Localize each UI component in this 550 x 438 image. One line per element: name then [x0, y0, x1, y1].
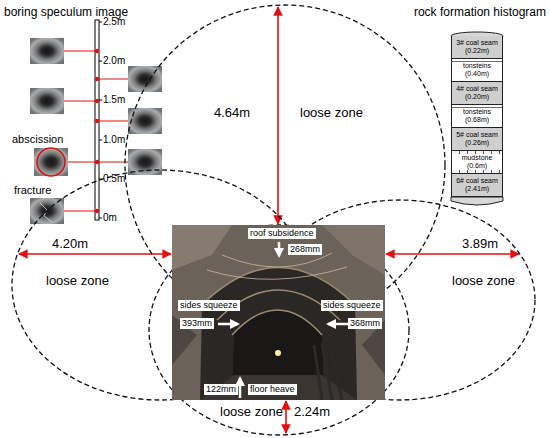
panel-title: rock formation histogram: [414, 5, 546, 19]
dimension-value: 4.20m: [52, 237, 88, 251]
rock-texture: [322, 225, 385, 275]
strata-label: tonsteins (0.40m): [452, 62, 502, 78]
deformation-label: floor heave: [248, 384, 297, 395]
strata-band: 4# coal seam (0.20m): [451, 82, 503, 105]
strata-label: 5# coal seam (0.26m): [452, 131, 502, 147]
dashed-ellipse: [12, 170, 308, 400]
dimension-value: 4.64m: [214, 106, 250, 120]
zone-label: loose zone: [300, 106, 363, 120]
rock-texture: [172, 225, 232, 270]
strata-label: 4# coal seam (0.20m): [452, 85, 502, 101]
strata-band: tonsteins (0.68m): [451, 105, 503, 128]
loose-zone-ellipse: 4.20m loose zone: [12, 170, 308, 400]
roadway-floor: [200, 375, 357, 400]
deformation-value: 268mm: [288, 244, 322, 255]
depth-mark: 1.0m: [103, 134, 125, 146]
deformation-label: sides squeeze: [178, 300, 240, 311]
borehole-image: [128, 108, 162, 134]
deformation-label: sides squeeze: [321, 300, 383, 311]
leader-line: [68, 162, 95, 163]
deformation-value: 122mm: [204, 384, 238, 395]
deformation-value: 368mm: [348, 318, 382, 329]
dimension-value: 3.89m: [462, 237, 498, 251]
scale-dot: [95, 77, 99, 81]
scale-dot: [95, 209, 99, 213]
scale-rule: [95, 20, 99, 220]
leader-line: [99, 79, 128, 80]
leader-lines: [64, 51, 128, 211]
scale-ticks: [99, 22, 102, 218]
zone-label: loose zone: [220, 405, 283, 419]
strata-band: tonsteins (0.40m): [451, 59, 503, 82]
depth-mark: 0m: [103, 212, 117, 224]
borehole-image: [34, 148, 68, 176]
histogram-caps: [451, 32, 503, 205]
depth-mark: 2.5m: [103, 16, 125, 28]
conveyor: [314, 341, 342, 400]
strata-label: tonsteins (0.68m): [452, 108, 502, 124]
strata-label: 6# coal seam (2.41m): [452, 177, 502, 193]
deformation-arrow: [328, 323, 348, 326]
column-bottom-cap: [451, 197, 503, 205]
ellipse-outline: [124, 4, 446, 326]
dimension-arrow: [277, 7, 279, 224]
zone-label: loose zone: [452, 274, 515, 288]
strata-band: 6# coal seam (2.41m): [451, 174, 503, 197]
feature-label: abscission: [12, 133, 63, 146]
strata-band: mudstone (0.6m): [451, 151, 503, 174]
borehole-image: [128, 149, 162, 175]
dimension-arrow: [386, 253, 519, 255]
dimension-arrow: [19, 253, 171, 255]
deformation-arrows: [218, 242, 348, 398]
dimension-value: 2.24m: [294, 405, 330, 419]
dimension-arrows: [19, 7, 519, 433]
deformation-label: roof subsidence: [248, 228, 316, 239]
scale-dot: [95, 99, 99, 103]
scale-bar: [95, 20, 102, 220]
borehole-image: [30, 38, 64, 64]
scale-dots: [95, 49, 99, 213]
depth-mark: 0.5m: [103, 173, 125, 185]
scale-dot: [95, 49, 99, 53]
deformation-arrow: [218, 323, 238, 326]
borehole-image: [30, 88, 64, 114]
loose-zone-ellipse: 4.64m loose zone: [125, 5, 445, 325]
zone-label: loose zone: [46, 274, 109, 288]
scale-dot: [95, 119, 99, 123]
leader-line: [99, 121, 128, 122]
deformation-value: 393mm: [180, 318, 214, 329]
scale-dot: [95, 160, 99, 164]
leader-line: [64, 101, 95, 102]
feature-label: fracture: [14, 184, 51, 197]
roadway-photo: [172, 225, 385, 400]
borehole-images: [30, 38, 162, 224]
depth-mark: 1.5m: [103, 94, 125, 106]
dashed-ellipse: [125, 5, 445, 325]
dashed-ellipse: [149, 225, 409, 435]
highlight-circle: [37, 148, 65, 176]
dimension-arrow: [285, 401, 287, 433]
strata-band: 5# coal seam (0.26m): [451, 128, 503, 151]
depth-mark: 2.0m: [103, 55, 125, 67]
leader-line: [64, 211, 95, 212]
leader-line: [64, 51, 95, 52]
tunnel-arch: [200, 268, 357, 401]
loose-zone-ellipse: loose zone 2.24m: [149, 225, 409, 435]
rock-surface: [172, 225, 385, 400]
strata-label: 3# coal seam (0.22m): [452, 39, 502, 55]
strata-band: 3# coal seam (0.22m): [451, 36, 503, 59]
cable: [207, 253, 347, 279]
leader-line: [99, 162, 128, 163]
strata-label: mudstone (0.6m): [452, 154, 502, 170]
